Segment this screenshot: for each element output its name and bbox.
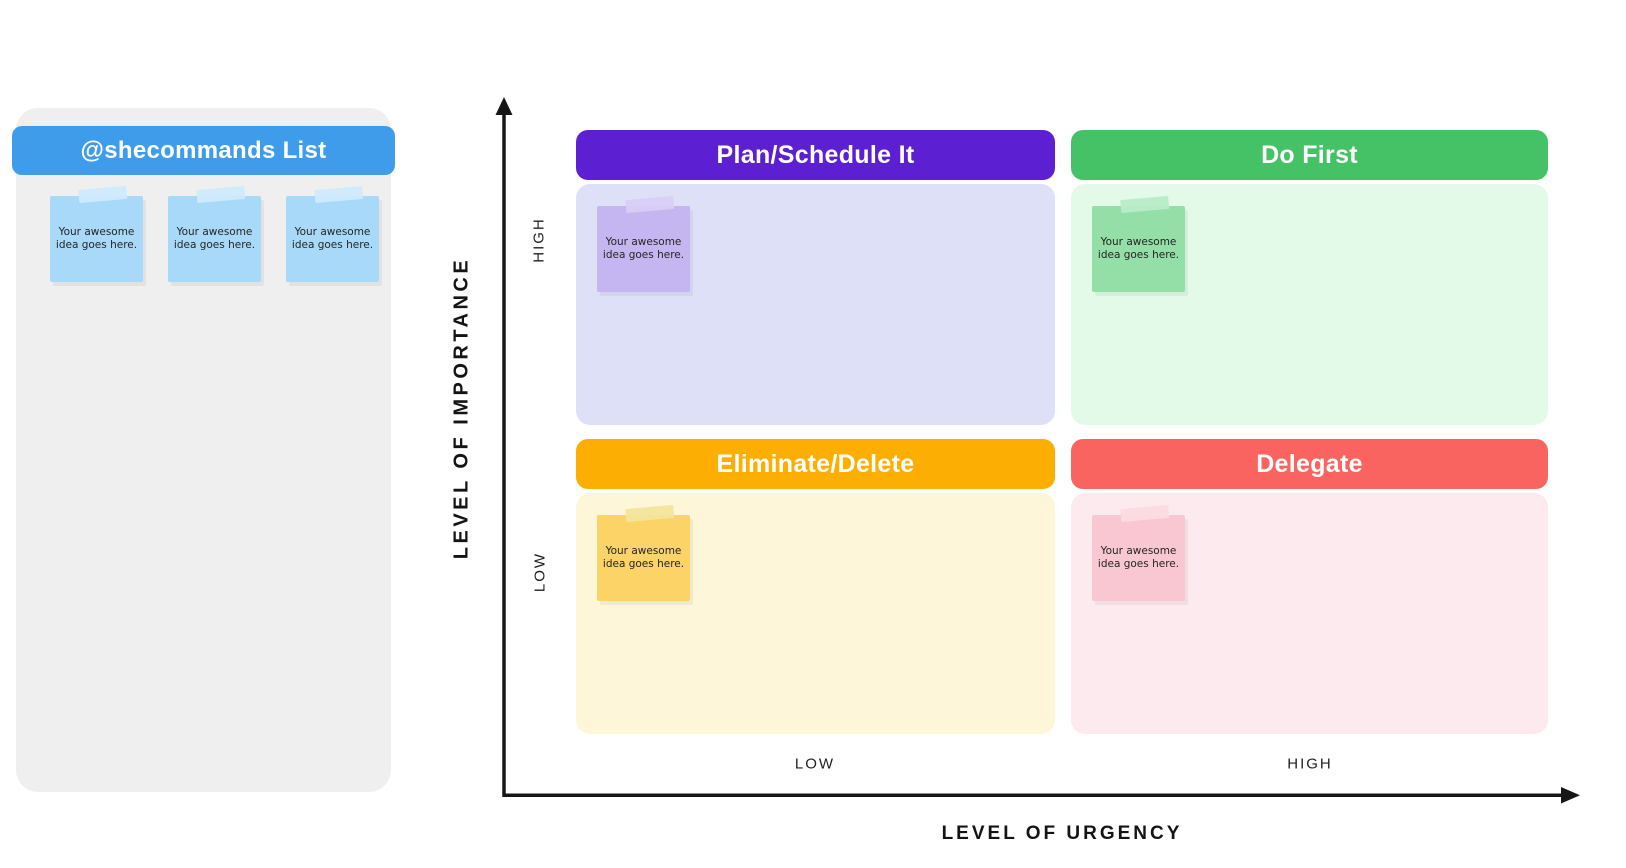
quadrant-header: Do First	[1071, 130, 1548, 180]
sticky-note-text: Your awesome idea goes here.	[55, 225, 138, 251]
sticky-note[interactable]: Your awesome idea goes here.	[1092, 504, 1185, 601]
quadrant-do-first: Do First Your awesome idea goes here.	[1071, 130, 1548, 425]
y-axis-high-tick: HIGH	[530, 217, 548, 263]
sticky-note-text: Your awesome idea goes here.	[173, 225, 256, 251]
sticky-note-text: Your awesome idea goes here.	[291, 225, 374, 251]
quadrant-delegate: Delegate Your awesome idea goes here.	[1071, 439, 1548, 734]
quadrant-header: Delegate	[1071, 439, 1548, 489]
sticky-note-text: Your awesome idea goes here.	[602, 235, 685, 261]
tape-decoration	[1119, 195, 1169, 214]
quadrant-eliminate-delete: Eliminate/Delete Your awesome idea goes …	[576, 439, 1055, 734]
sticky-note[interactable]: Your awesome idea goes here.	[50, 185, 143, 282]
tape-decoration	[195, 185, 245, 204]
quadrant-body: Your awesome idea goes here.	[576, 493, 1055, 734]
y-axis-title: LEVEL OF IMPORTANCE	[450, 256, 473, 560]
sticky-note[interactable]: Your awesome idea goes here.	[597, 504, 690, 601]
x-axis-title: LEVEL OF URGENCY	[941, 823, 1183, 844]
tape-decoration	[313, 185, 363, 204]
quadrant-title: Delegate	[1256, 449, 1363, 478]
tape-decoration	[1119, 504, 1169, 523]
quadrant-plan-schedule: Plan/Schedule It Your awesome idea goes …	[576, 130, 1055, 425]
x-axis-arrowhead	[1561, 787, 1580, 804]
tape-decoration	[624, 195, 674, 214]
sticky-note[interactable]: Your awesome idea goes here.	[1092, 195, 1185, 292]
x-axis-high-tick: HIGH	[1287, 755, 1333, 773]
sticky-note[interactable]: Your awesome idea goes here.	[168, 185, 261, 282]
tape-decoration	[624, 504, 674, 523]
quadrant-body: Your awesome idea goes here.	[1071, 493, 1548, 734]
list-title: @shecommands List	[80, 136, 327, 164]
sticky-note-text: Your awesome idea goes here.	[1097, 544, 1180, 570]
x-axis-low-tick: LOW	[794, 755, 836, 773]
list-notes-row: Your awesome idea goes here. Your awesom…	[16, 185, 391, 296]
sticky-note[interactable]: Your awesome idea goes here.	[597, 195, 690, 292]
sticky-note[interactable]: Your awesome idea goes here.	[286, 185, 379, 282]
quadrant-title: Do First	[1261, 140, 1358, 169]
quadrant-body: Your awesome idea goes here.	[1071, 184, 1548, 425]
quadrant-title: Plan/Schedule It	[716, 140, 915, 169]
quadrant-body: Your awesome idea goes here.	[576, 184, 1055, 425]
y-axis-arrowhead	[495, 97, 513, 115]
sticky-note-text: Your awesome idea goes here.	[602, 544, 685, 570]
idea-list-panel: @shecommands List Your awesome idea goes…	[12, 108, 395, 792]
y-axis-low-tick: LOW	[531, 551, 549, 593]
quadrant-header: Eliminate/Delete	[576, 439, 1055, 489]
quadrant-header: Plan/Schedule It	[576, 130, 1055, 180]
tape-decoration	[77, 185, 127, 204]
quadrant-title: Eliminate/Delete	[716, 449, 915, 478]
list-title-banner: @shecommands List	[12, 126, 395, 175]
sticky-note-text: Your awesome idea goes here.	[1097, 235, 1180, 261]
